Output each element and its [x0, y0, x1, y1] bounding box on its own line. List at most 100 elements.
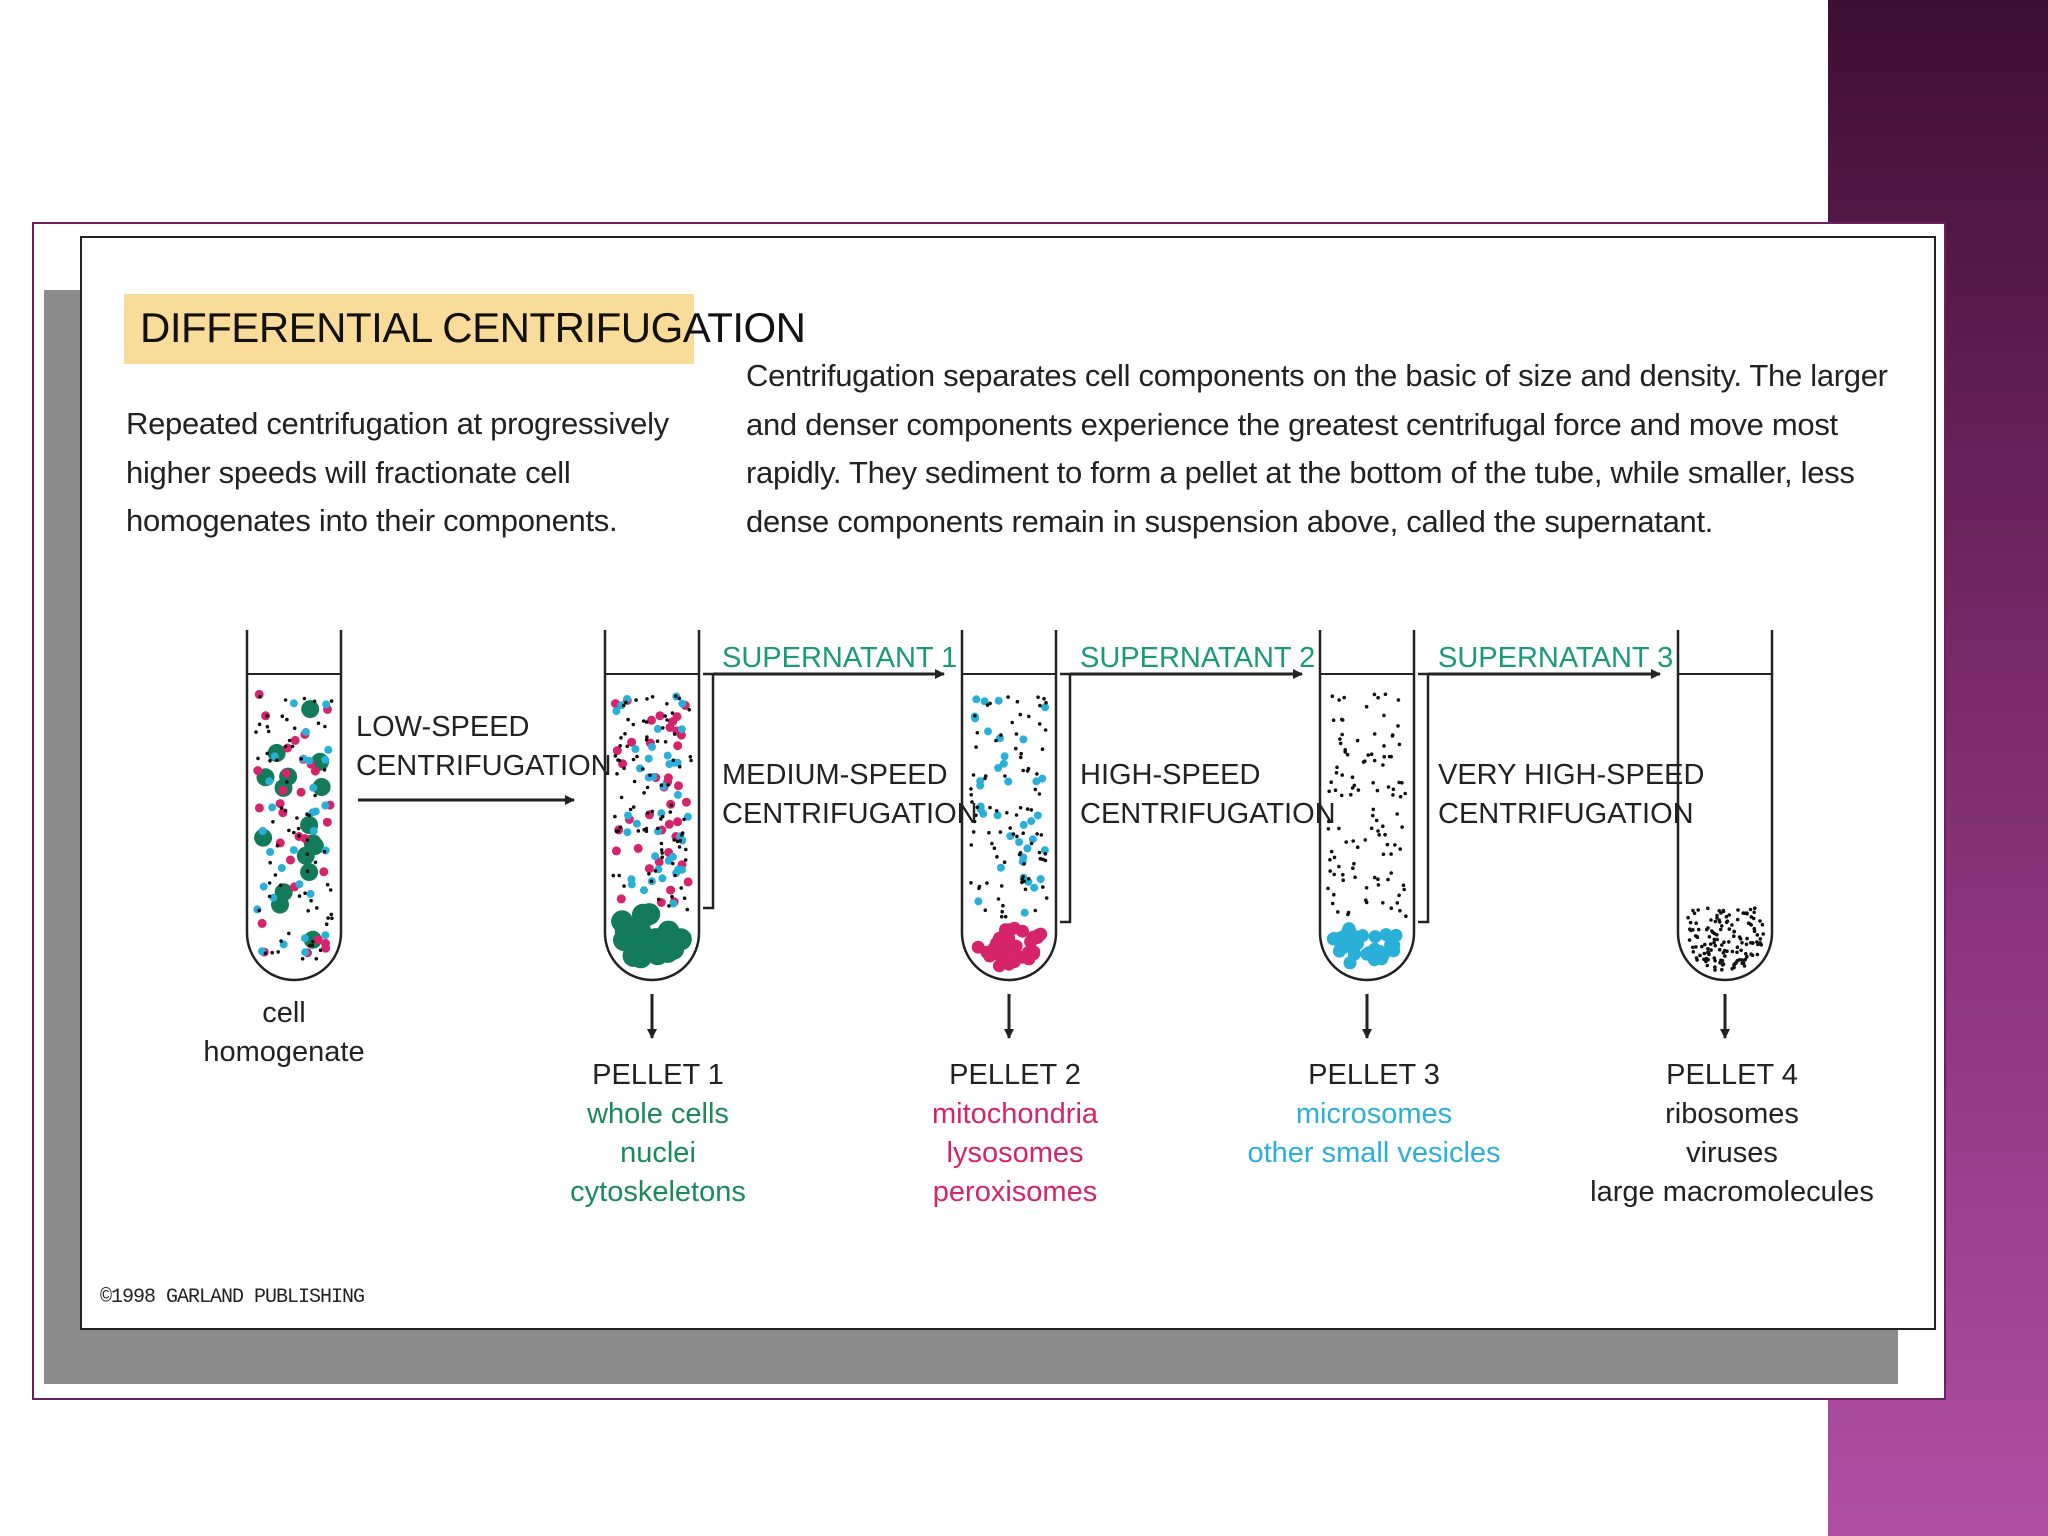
- homogenate-label-line: homogenate: [203, 1036, 365, 1068]
- ribosome-particle: [306, 909, 310, 913]
- pellet-2-particle: [1026, 930, 1040, 944]
- microsome-particle: [277, 864, 286, 872]
- ribosome-particle: [1400, 825, 1404, 829]
- pellet-4-particle: [1744, 952, 1748, 956]
- ribosome-particle: [685, 907, 690, 912]
- ribosome-particle: [679, 886, 683, 890]
- ribosome-particle: [677, 696, 682, 701]
- ribosome-particle: [1035, 832, 1039, 836]
- speed-label-line: HIGH-SPEED: [1080, 759, 1261, 791]
- ribosome-particle: [996, 897, 1001, 901]
- ribosome-particle: [615, 772, 619, 776]
- ribosome-particle: [672, 838, 676, 842]
- ribosome-particle: [1383, 832, 1387, 837]
- ribosome-particle: [1037, 722, 1042, 726]
- pellet-name: PELLET 2: [949, 1059, 1081, 1091]
- pellet-content: mitochondria: [931, 1098, 1099, 1130]
- explanation-line: Centrifugation separates cell components…: [746, 358, 1888, 393]
- ribosome-particle: [661, 726, 665, 730]
- mitochondria-particle: [310, 766, 320, 776]
- ribosome-particle: [1396, 724, 1400, 728]
- ribosome-particle: [1395, 812, 1399, 816]
- pellet-content: large macromolecules: [1590, 1176, 1874, 1208]
- microsome-particle: [994, 696, 1003, 705]
- ribosome-particle: [988, 701, 992, 706]
- explanation-text: Centrifugation separates cell components…: [746, 352, 1888, 546]
- pellet-4-particle: [1743, 957, 1748, 962]
- microsome-particle: [1004, 777, 1013, 786]
- microsome-particle: [1023, 844, 1032, 853]
- ribosome-particle: [1398, 847, 1402, 851]
- ribosome-particle: [1335, 765, 1339, 770]
- ribosome-particle: [1001, 903, 1005, 908]
- microsome-particle: [1019, 735, 1028, 744]
- ribosome-particle: [254, 730, 258, 734]
- ribosome-particle: [645, 697, 649, 701]
- ribosome-particle: [1337, 698, 1341, 702]
- mitochondria-particle: [286, 855, 295, 865]
- ribosome-particle: [641, 719, 646, 723]
- pellet-4-particle: [1733, 961, 1738, 965]
- ribosome-particle: [659, 848, 664, 852]
- pellet-4-particle: [1750, 941, 1755, 945]
- microsome-particle: [648, 742, 656, 751]
- ribosome-particle: [642, 791, 646, 795]
- ribosome-particle: [322, 849, 327, 854]
- ribosome-particle: [659, 841, 664, 846]
- speed-label-line: MEDIUM-SPEED: [722, 759, 948, 791]
- mitochondria-particle: [666, 885, 676, 895]
- ribosome-particle: [994, 738, 998, 743]
- ribosome-particle: [275, 843, 280, 848]
- ribosome-particle: [974, 745, 978, 749]
- mitochondria-particle: [683, 877, 693, 887]
- microsome-particle: [1019, 820, 1028, 829]
- mitochondria-particle: [319, 867, 329, 877]
- pellet-4-particle: [1712, 940, 1716, 945]
- ribosome-particle: [650, 809, 655, 814]
- ribosome-particle: [984, 774, 988, 778]
- ribosome-particle: [1038, 703, 1042, 708]
- ribosome-particle: [1014, 732, 1019, 736]
- pellet-4-particle: [1725, 919, 1730, 923]
- pellet-4-particle: [1706, 926, 1710, 930]
- ribosome-particle: [1381, 901, 1385, 905]
- pellet-4-particle: [1692, 911, 1697, 916]
- pellet-4-particle: [1717, 920, 1722, 924]
- ribosome-particle: [998, 830, 1003, 834]
- microsome-particle: [1015, 838, 1024, 847]
- ribosome-particle: [677, 764, 682, 769]
- explanation-line: rapidly. They sediment to form a pellet …: [746, 455, 1855, 490]
- pellet-4-particle: [1753, 906, 1757, 910]
- pellet-4-particle: [1691, 928, 1695, 932]
- ribosome-particle: [295, 816, 299, 820]
- pellet-content: other small vesicles: [1247, 1137, 1501, 1169]
- mitochondria-particle: [674, 781, 683, 791]
- ribosome-particle: [1398, 794, 1403, 799]
- microsome-particle: [640, 886, 648, 895]
- mitochondria-particle: [281, 768, 291, 778]
- ribosome-particle: [678, 839, 683, 843]
- pellet-4-particle: [1723, 954, 1727, 958]
- microsome-particle: [972, 695, 981, 704]
- microsome-particle: [305, 756, 314, 765]
- ribosome-particle: [618, 744, 622, 748]
- pellet-4-particle: [1727, 913, 1731, 917]
- ribosome-particle: [1344, 840, 1348, 844]
- ribosome-particle: [1381, 852, 1386, 857]
- ribosome-particle: [1337, 826, 1341, 831]
- ribosome-particle: [257, 908, 261, 913]
- intro-line: homogenates into their components.: [126, 503, 618, 538]
- ribosome-particle: [290, 744, 295, 749]
- microsome-particle: [624, 811, 632, 820]
- pellet-4-particle: [1717, 909, 1721, 913]
- ribosome-particle: [641, 767, 645, 771]
- microsome-particle: [663, 751, 672, 760]
- ribosome-particle: [316, 721, 321, 725]
- mitochondria-particle: [253, 766, 263, 776]
- ribosome-particle: [969, 843, 974, 847]
- ribosome-particle: [279, 939, 283, 943]
- microsome-particle: [295, 880, 304, 889]
- pellet-4-particle: [1732, 934, 1736, 938]
- microsome-particle: [664, 856, 673, 865]
- pellet-4-particle: [1741, 911, 1745, 915]
